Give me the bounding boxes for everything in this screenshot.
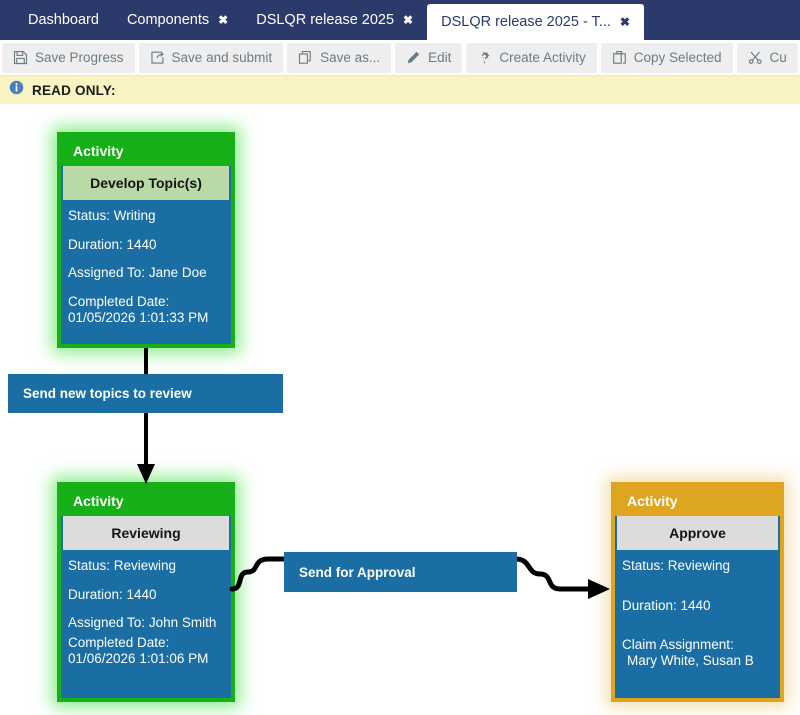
field-value: Writing xyxy=(113,208,156,223)
button-label: Save and submit xyxy=(171,50,273,65)
create-activity-button[interactable]: Create Activity xyxy=(466,42,597,73)
pencil-icon xyxy=(406,50,421,65)
save-and-submit-button[interactable]: Save and submit xyxy=(138,42,284,73)
field-label: Duration: xyxy=(68,236,127,252)
activity-node-approve[interactable]: Activity Approve Status: Reviewing Durat… xyxy=(611,482,784,702)
close-icon[interactable]: ✖ xyxy=(619,15,630,29)
node-body: Status: Writing Duration: 1440 Assigned … xyxy=(61,200,231,331)
share-export-icon xyxy=(150,50,165,65)
field-label: Completed Date: xyxy=(68,634,170,650)
field-label: Status: xyxy=(622,558,668,573)
tab-bar: Dashboard Components ✖ DSLQR release 202… xyxy=(0,0,800,40)
close-icon[interactable]: ✖ xyxy=(403,13,414,27)
edit-button[interactable]: Edit xyxy=(395,42,463,73)
node-body: Status: Reviewing Duration: 1440 Assigne… xyxy=(61,550,231,672)
field-label: Assigned To: xyxy=(68,265,149,281)
field-value: Jane Doe xyxy=(148,265,207,281)
connector-wave-left xyxy=(229,556,295,592)
field-status: Status: Reviewing xyxy=(68,558,231,574)
activity-node-develop-topics[interactable]: Activity Develop Topic(s) Status: Writin… xyxy=(57,132,235,348)
field-label: Completed Date: xyxy=(68,293,170,309)
node-title-label: Approve xyxy=(669,525,726,541)
activity-node-reviewing[interactable]: Activity Reviewing Status: Reviewing Dur… xyxy=(57,482,235,702)
tab-dslqr-release-2025-t-active[interactable]: DSLQR release 2025 - T... ✖ xyxy=(427,4,644,40)
field-label: Status: xyxy=(68,558,114,573)
field-value: 1440 xyxy=(680,597,711,613)
gear-icon xyxy=(477,50,492,65)
tab-label: DSLQR release 2025 xyxy=(256,12,395,28)
field-label: Duration: xyxy=(622,597,681,613)
arrowhead-down xyxy=(137,464,155,484)
tab-label: Components xyxy=(126,12,210,28)
arrowhead-right xyxy=(588,579,610,599)
field-value: Reviewing xyxy=(113,558,177,573)
field-duration: Duration: 1440 xyxy=(68,587,231,603)
close-icon[interactable]: ✖ xyxy=(218,13,229,27)
transition-label-send-new-topics[interactable]: Send new topics to review xyxy=(8,374,283,413)
field-label: Status: xyxy=(68,208,114,223)
field-value: Mary White, Susan B xyxy=(627,652,754,668)
field-status: Status: Reviewing xyxy=(622,558,780,574)
button-label: Save Progress xyxy=(35,50,124,65)
field-assigned-to: Assigned To: John Smith xyxy=(68,615,231,631)
field-assigned-to: Assigned To: Jane Doe xyxy=(68,265,231,281)
tab-label: DSLQR release 2025 - T... xyxy=(441,14,611,30)
floppy-disk-icon xyxy=(13,50,28,65)
copy-pages-icon xyxy=(298,50,313,65)
node-title: Approve xyxy=(617,516,778,550)
banner-text: READ ONLY: xyxy=(32,82,116,98)
node-title-label: Reviewing xyxy=(111,525,181,541)
field-completed-date: Completed Date: 01/06/2026 1:01:06 PM xyxy=(68,635,231,666)
node-header-label: Activity xyxy=(73,493,124,509)
node-title-label: Develop Topic(s) xyxy=(90,175,202,191)
transition-label-text: Send for Approval xyxy=(299,564,416,580)
field-duration: Duration: 1440 xyxy=(68,237,231,253)
field-value: Reviewing xyxy=(667,558,731,573)
button-label: Cu xyxy=(769,50,787,65)
field-claim-assignment: Claim Assignment: Mary White, Susan B xyxy=(622,637,780,668)
node-header-label: Activity xyxy=(73,143,124,159)
node-header: Activity xyxy=(61,136,231,166)
copy-selected-button[interactable]: Copy Selected xyxy=(600,42,733,73)
cut-button[interactable]: Cu xyxy=(736,42,798,73)
tab-label: Dashboard xyxy=(28,12,99,28)
connector-wave-right xyxy=(513,556,597,592)
info-circle-icon xyxy=(9,80,24,100)
scissors-icon xyxy=(748,50,763,65)
button-label: Edit xyxy=(428,50,452,65)
field-value: 01/06/2026 1:01:06 PM xyxy=(68,650,209,666)
node-header: Activity xyxy=(61,486,231,516)
transition-label-text: Send new topics to review xyxy=(23,386,192,401)
save-progress-button[interactable]: Save Progress xyxy=(2,42,135,73)
node-body: Status: Reviewing Duration: 1440 Claim A… xyxy=(615,550,780,675)
field-label: Assigned To: xyxy=(68,615,149,631)
tab-dashboard[interactable]: Dashboard xyxy=(14,0,113,40)
copy-stack-icon xyxy=(612,50,627,65)
tab-components[interactable]: Components ✖ xyxy=(113,0,242,40)
tab-dslqr-release-2025[interactable]: DSLQR release 2025 ✖ xyxy=(242,0,427,40)
transition-label-send-for-approval[interactable]: Send for Approval xyxy=(284,552,517,592)
save-as-button[interactable]: Save as... xyxy=(287,42,392,73)
field-value: 01/05/2026 1:01:33 PM xyxy=(68,309,209,325)
node-title: Develop Topic(s) xyxy=(63,166,229,200)
button-label: Create Activity xyxy=(499,50,586,65)
field-duration: Duration: 1440 xyxy=(622,598,780,614)
read-only-banner: READ ONLY: xyxy=(0,76,800,104)
field-label: Claim Assignment: xyxy=(622,637,734,653)
field-value: 1440 xyxy=(126,236,157,252)
button-label: Copy Selected xyxy=(633,50,722,65)
node-header: Activity xyxy=(615,486,780,516)
field-completed-date: Completed Date: 01/05/2026 1:01:33 PM xyxy=(68,294,231,325)
node-title: Reviewing xyxy=(63,516,229,550)
field-value: John Smith xyxy=(148,615,217,631)
field-value: 1440 xyxy=(126,586,157,602)
button-label: Save as... xyxy=(320,50,381,65)
field-label: Duration: xyxy=(68,586,127,602)
toolbar: Save Progress Save and submit Save as... xyxy=(0,40,800,76)
workflow-canvas[interactable]: Activity Develop Topic(s) Status: Writin… xyxy=(0,104,800,715)
field-status: Status: Writing xyxy=(68,208,231,224)
node-header-label: Activity xyxy=(627,493,678,509)
